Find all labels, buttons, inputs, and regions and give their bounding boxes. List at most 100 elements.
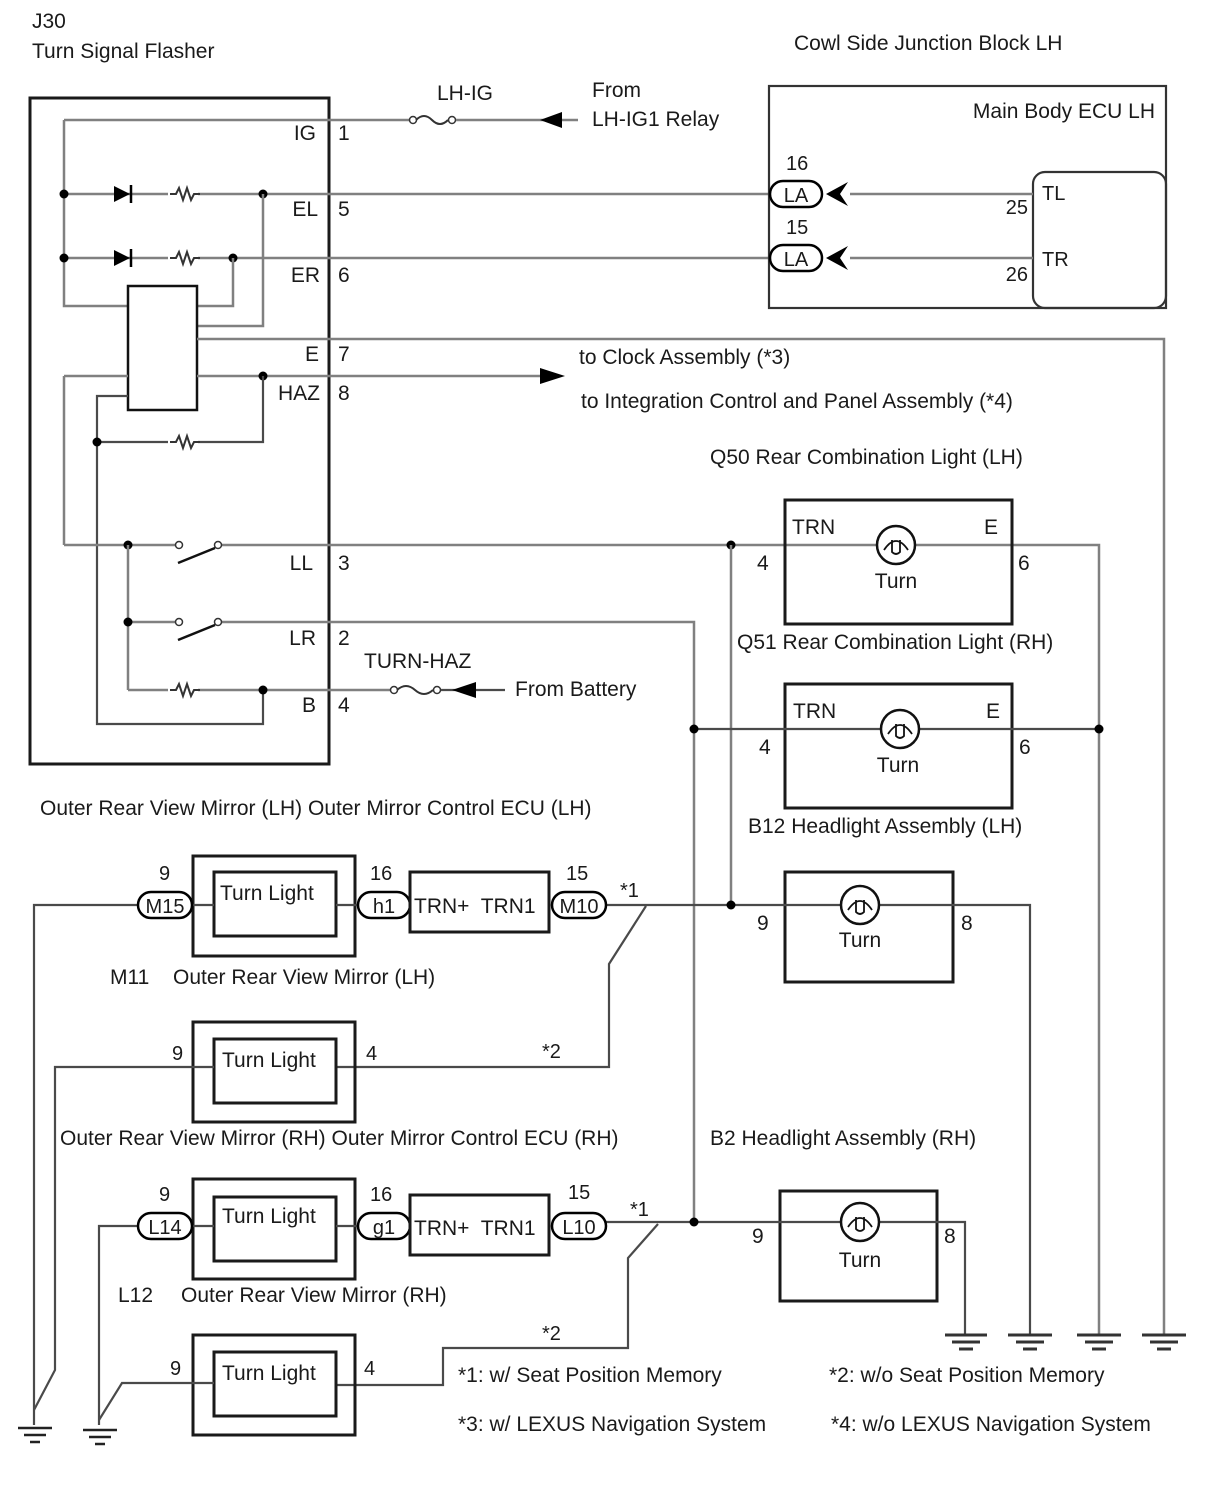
rear-light-lh-title: Q50 Rear Combination Light (LH) — [710, 446, 1023, 469]
diode-icon — [114, 249, 133, 267]
wire-headlight-rh — [606, 1220, 967, 1335]
pin-number: 4 — [364, 1358, 375, 1380]
wire-mirror-lh-ground — [32, 903, 138, 1425]
connector-pin: 16 — [786, 153, 808, 175]
mirror-rh-name: Outer Rear View Mirror (RH) — [181, 1284, 447, 1307]
wire-b-loop — [95, 394, 265, 726]
bulb-label: Turn — [839, 1249, 881, 1272]
pin-number: 8 — [338, 382, 350, 405]
bulb-label: Turn — [877, 754, 919, 777]
wire-er-internal — [197, 258, 235, 308]
rear-light-lh-box — [783, 498, 1014, 626]
rear-light-rh-title: Q51 Rear Combination Light (RH) — [737, 631, 1053, 654]
fuse-turn-haz-label: TURN-HAZ — [364, 650, 471, 673]
wire-mirror-rh-alt-ground — [98, 1381, 214, 1421]
pin-label: ER — [291, 264, 320, 287]
wire-mirror-lh-alt-ground — [33, 1065, 214, 1411]
pin-number: 9 — [752, 1225, 764, 1248]
pin-number: 1 — [338, 122, 350, 145]
mirror-rh-header: Outer Rear View Mirror (RH) Outer Mirror… — [60, 1127, 619, 1150]
turn-light-label: Turn Light — [222, 1362, 316, 1385]
fuse-turn-haz-source: From Battery — [515, 678, 637, 701]
note-3: *3: w/ LEXUS Navigation System — [458, 1413, 766, 1436]
pin-label: HAZ — [278, 382, 320, 405]
pin-number: 8 — [961, 912, 973, 935]
headlight-lh-title: B12 Headlight Assembly (LH) — [748, 815, 1022, 838]
connector-pin: 16 — [370, 863, 392, 885]
flasher-pin-labels: IG 1 EL 5 ER 6 E 7 HAZ 8 LL 3 LR 2 B 4 — [278, 122, 350, 717]
turn-light-box — [212, 1037, 338, 1105]
connector-pin: 9 — [159, 863, 170, 885]
pin-number: 6 — [1018, 552, 1030, 575]
connector-pin: 9 — [159, 1184, 170, 1206]
pin-label-trn: TRN — [793, 700, 836, 723]
fuse-lh-ig-source-1: From — [592, 79, 641, 102]
connector-g1: g1 16 — [356, 1184, 412, 1241]
ground-icon — [1142, 1333, 1186, 1351]
headlight-lh-box — [783, 870, 955, 984]
ground-icon — [18, 1426, 52, 1444]
connector-pin: 15 — [786, 217, 808, 239]
ecu-pin: 25 — [1006, 197, 1028, 219]
arrow-left-icon — [540, 112, 562, 128]
connector-h1: h1 16 — [356, 863, 412, 920]
rear-light-rh-box — [783, 682, 1014, 810]
connector-l10: L10 15 — [550, 1182, 608, 1241]
mirror-rh-alt-outer-box — [191, 1333, 357, 1437]
pin-number: 4 — [757, 552, 769, 575]
ground-icon — [1008, 1333, 1052, 1351]
diode-icon — [114, 185, 133, 203]
wire-el-internal — [197, 194, 265, 328]
haz-output-clock: to Clock Assembly (*3) — [579, 346, 790, 369]
pin-label-e: E — [984, 516, 998, 539]
note-marker: *2 — [542, 1323, 561, 1345]
pin-label: IG — [294, 122, 316, 145]
bulb-icon — [839, 884, 881, 926]
pin-number: 9 — [172, 1043, 183, 1065]
pin-label-e: E — [986, 700, 1000, 723]
note-1: *1: w/ Seat Position Memory — [458, 1364, 722, 1387]
connector-code: g1 — [373, 1217, 395, 1239]
connector-pin: 16 — [370, 1184, 392, 1206]
mirror-ecu-lh-box — [408, 870, 551, 934]
pin-label: LR — [289, 627, 316, 650]
pin-number: 3 — [338, 552, 350, 575]
fuse-lh-ig-source-2: LH-IG1 Relay — [592, 108, 720, 131]
pin-number: 7 — [338, 343, 350, 366]
connector-code: M15 — [146, 896, 185, 918]
pin-number: 6 — [338, 264, 350, 287]
connector-code: M10 — [560, 896, 599, 918]
ecu-pin-label: TR — [1042, 249, 1069, 271]
wire-lr — [222, 620, 696, 1222]
pin-number: 8 — [944, 1225, 956, 1248]
turn-light-label: Turn Light — [220, 882, 314, 905]
ground-icon — [83, 1428, 117, 1446]
ecu-pin-labels: TRN+ TRN1 — [414, 895, 536, 918]
wire-mirror-rh-alt — [336, 1223, 659, 1387]
flasher-code: J30 — [32, 10, 66, 33]
headlight-rh-title: B2 Headlight Assembly (RH) — [710, 1127, 976, 1150]
mirror-lh-code: M11 — [110, 966, 149, 989]
wire-ig-internal — [62, 120, 128, 308]
mirror-lh-alt-outer-box — [191, 1020, 357, 1124]
bulb-label: Turn — [839, 929, 881, 952]
fuse-lh-ig-label: LH-IG — [437, 82, 493, 105]
wire-mirror-lh-alt — [336, 905, 647, 1069]
note-4: *4: w/o LEXUS Navigation System — [831, 1413, 1151, 1436]
ecu-pin: 26 — [1006, 264, 1028, 286]
haz-output-panel: to Integration Control and Panel Assembl… — [581, 390, 1013, 413]
pin-label-trn: TRN — [792, 516, 835, 539]
junction-block-title: Cowl Side Junction Block LH — [794, 32, 1062, 55]
ecu-pin-labels: TRN+ TRN1 — [414, 1217, 536, 1240]
pin-label: EL — [292, 198, 318, 221]
bulb-label: Turn — [875, 570, 917, 593]
flasher-box — [28, 96, 331, 766]
pin-label: B — [302, 694, 316, 717]
connector-arrow-icon — [826, 182, 848, 206]
connector-la-15: LA 15 — [768, 217, 848, 273]
bulb-icon — [875, 524, 917, 566]
connector-code: LA — [784, 185, 809, 207]
connector-m15: M15 9 — [136, 863, 194, 920]
arrow-right-icon — [540, 368, 565, 384]
